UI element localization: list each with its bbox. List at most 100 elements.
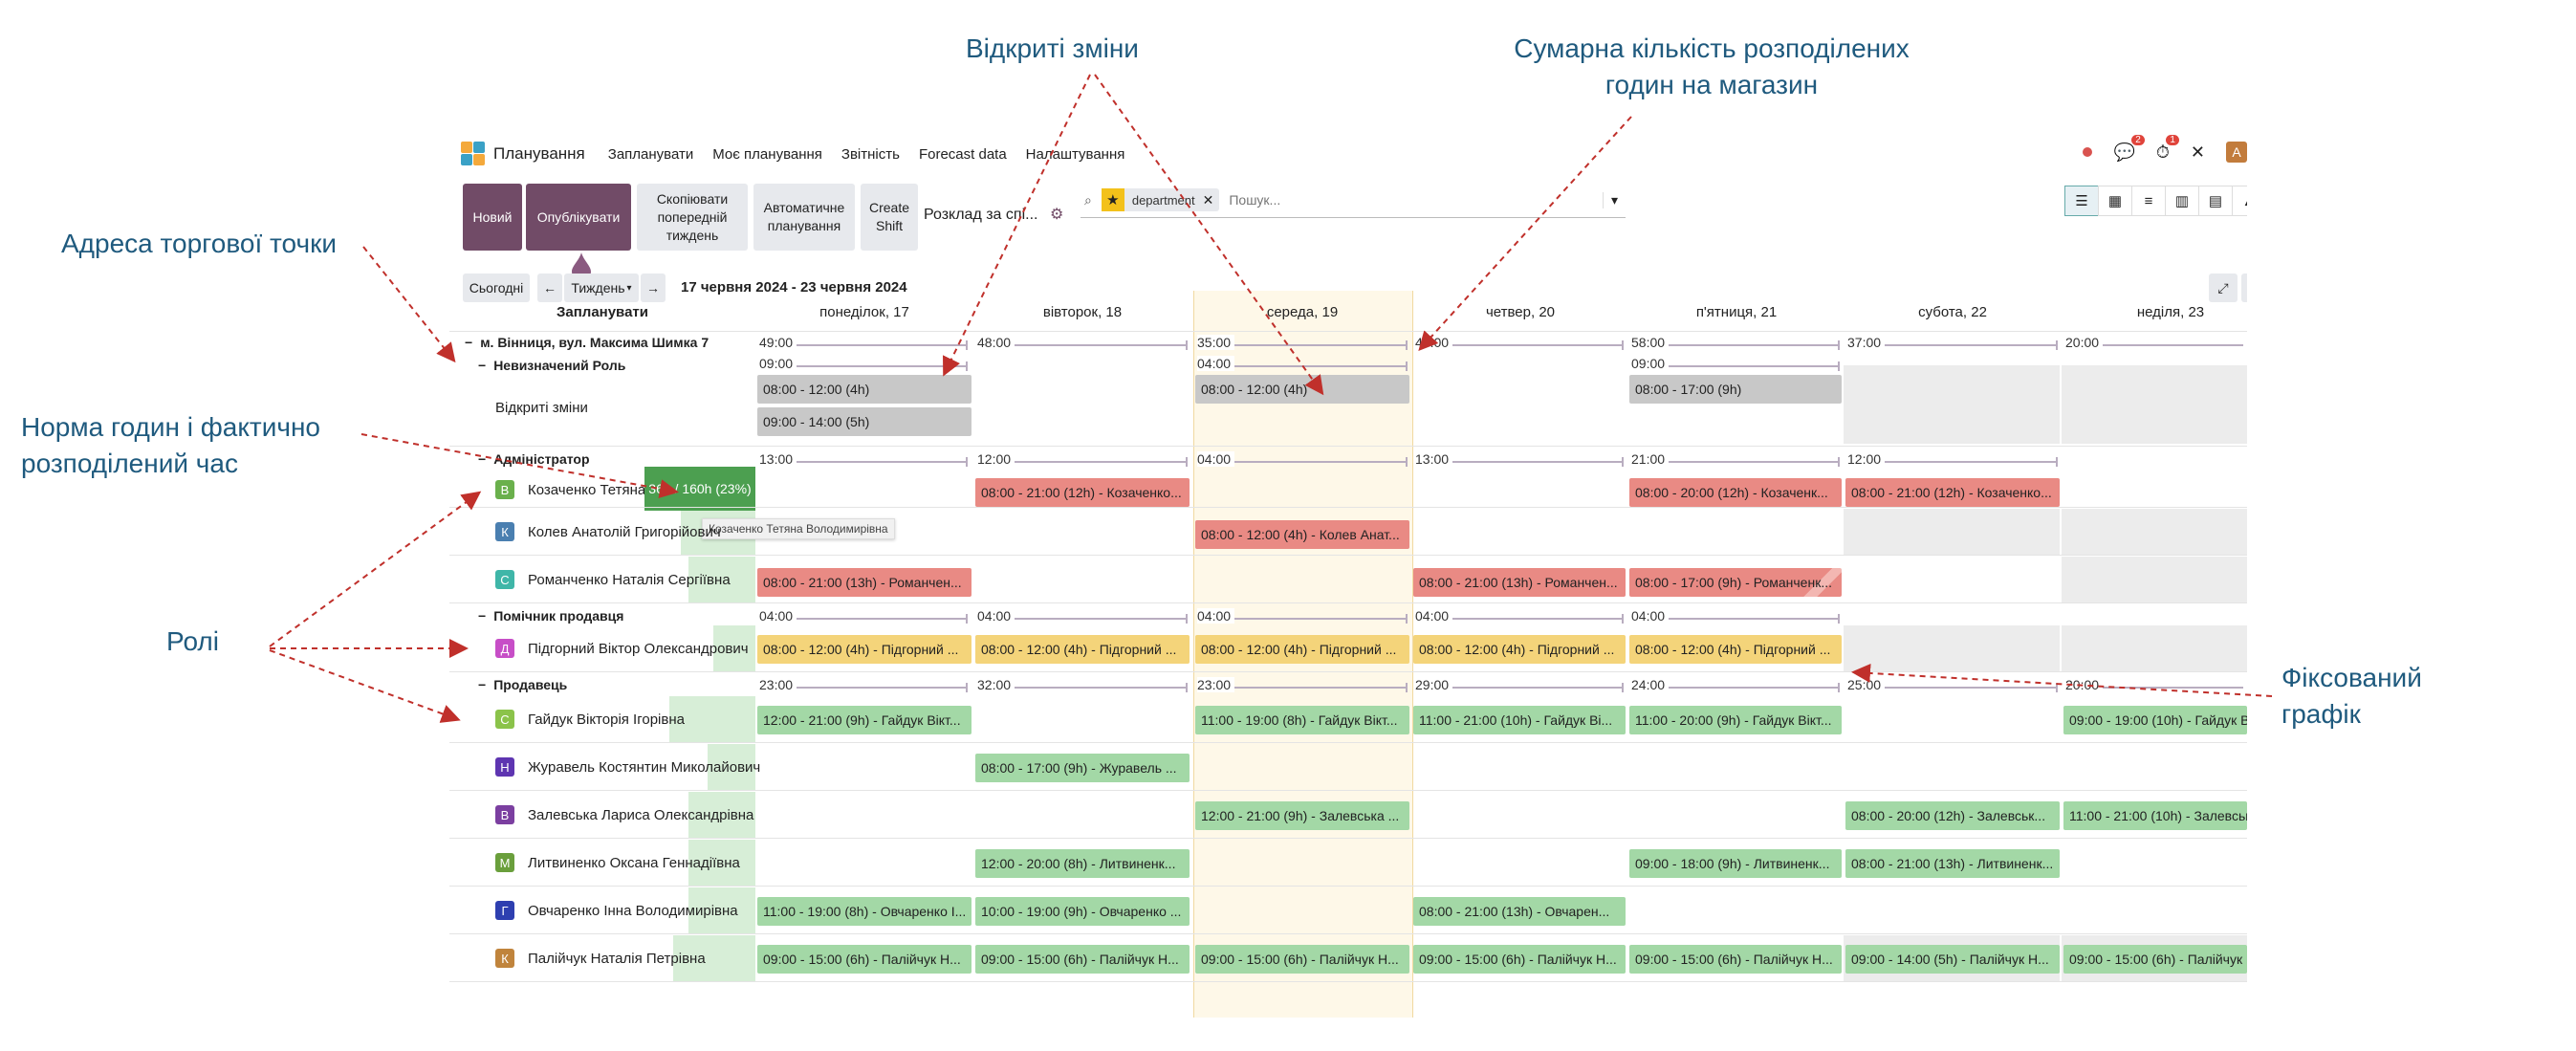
lytvynenko-shift-sat[interactable]: 08:00 - 21:00 (13h) - Литвиненк... [1845, 849, 2060, 878]
open-shift-mon-2[interactable]: 09:00 - 14:00 (5h) [757, 407, 971, 436]
kozachenko-shift-fri[interactable]: 08:00 - 20:00 (12h) - Козаченк... [1629, 478, 1842, 507]
gaiduk-shift-sun[interactable]: 09:00 - 19:00 (10h) - Гайдук Віт [2063, 706, 2247, 734]
open-shift-mon-1[interactable]: 08:00 - 12:00 (4h) [757, 375, 971, 404]
today-button[interactable]: Сьогодні [463, 274, 530, 302]
pivot-view-icon[interactable]: ▤ [2198, 186, 2233, 216]
kanban-view-icon[interactable]: ▥ [2165, 186, 2199, 216]
scale-dropdown[interactable]: Тиждень▾ [564, 274, 639, 302]
search-bar[interactable]: ⌕ ★ department ✕ ▾ [1081, 183, 1626, 218]
pidgorny-closed-sat [1844, 625, 2060, 671]
gaiduk-shift-fri[interactable]: 11:00 - 20:00 (9h) - Гайдук Вікт... [1629, 706, 1842, 734]
employee-kozachenko[interactable]: В Козаченко Тетяна В [495, 472, 659, 507]
zalevska-shift-sun[interactable]: 11:00 - 21:00 (10h) - Залевськ [2063, 801, 2247, 830]
pidgorny-shift-tue[interactable]: 08:00 - 12:00 (4h) - Підгорний ... [975, 635, 1190, 664]
kolev-shift-wed[interactable]: 08:00 - 12:00 (4h) - Колев Анат... [1195, 520, 1409, 549]
pidgorny-shift-fri[interactable]: 08:00 - 12:00 (4h) - Підгорний ... [1629, 635, 1842, 664]
app-name[interactable]: Планування [493, 144, 585, 163]
tools-icon[interactable]: ✕ [2190, 142, 2205, 162]
employee-ovcharenko[interactable]: Г Овчаренко Інна Володимирівна [495, 893, 738, 928]
kozachenko-shift-tue[interactable]: 08:00 - 21:00 (12h) - Козаченко... [975, 478, 1190, 507]
search-facet[interactable]: ★ department ✕ [1101, 188, 1220, 211]
employee-lytvynenko[interactable]: М Литвиненко Оксана Геннадіївна [495, 845, 740, 880]
schedule-by-dropdown[interactable]: Розклад за спі... [924, 207, 1038, 223]
admin-total-thu: 13:00 [1411, 451, 1627, 469]
role-admin-label[interactable]: −Адміністратор [478, 449, 590, 469]
zalevska-shift-sat[interactable]: 08:00 - 20:00 (12h) - Залевськ... [1845, 801, 2060, 830]
collapse-seller-icon[interactable]: − [478, 677, 487, 692]
search-toggle-chevron-icon[interactable]: ▾ [1602, 191, 1626, 208]
chat-icon[interactable]: 💬2 [2113, 134, 2145, 163]
role-undefined-label[interactable]: −Невизначений Роль [478, 356, 625, 375]
paliichuk-shift-wed[interactable]: 09:00 - 15:00 (6h) - Палійчук Н... [1195, 945, 1409, 974]
expand-icon[interactable]: ⤢ [2209, 274, 2238, 302]
employee-kolev[interactable]: К Колев Анатолій Григорійович [495, 515, 721, 549]
employee-gaiduk[interactable]: С Гайдук Вікторія Ігорівна [495, 702, 685, 736]
zalevska-shift-wed[interactable]: 12:00 - 21:00 (9h) - Залевська ... [1195, 801, 1409, 830]
menu-settings[interactable]: Налаштування [1025, 145, 1125, 163]
menu-forecast[interactable]: Forecast data [918, 145, 1007, 163]
pidgorny-avatar: Д [495, 639, 514, 658]
menu-my-planning[interactable]: Моє планування [712, 145, 822, 163]
next-period-button[interactable]: → [641, 274, 666, 302]
planning-logo-icon[interactable] [461, 142, 486, 166]
new-button[interactable]: Новий [463, 184, 522, 251]
lytvynenko-shift-tue[interactable]: 12:00 - 20:00 (8h) - Литвиненк... [975, 849, 1190, 878]
activity-clock-icon[interactable]: ⏱1 [2156, 134, 2179, 163]
open-shift-fri[interactable]: 08:00 - 17:00 (9h) [1629, 375, 1842, 404]
paliichuk-shift-fri[interactable]: 09:00 - 15:00 (6h) - Палійчук Н... [1629, 945, 1842, 974]
user-avatar[interactable]: A [2226, 142, 2247, 163]
ovcharenko-shift-thu[interactable]: 08:00 - 21:00 (13h) - Овчарен... [1413, 897, 1626, 926]
kozachenko-shift-sat[interactable]: 08:00 - 21:00 (12h) - Козаченко... [1845, 478, 2060, 507]
publish-button[interactable]: Опублікувати [526, 184, 631, 251]
pidgorny-shift-thu[interactable]: 08:00 - 12:00 (4h) - Підгорний ... [1413, 635, 1626, 664]
romanchenko-shift-mon[interactable]: 08:00 - 21:00 (13h) - Романчен... [757, 568, 971, 597]
seller-total-mon: 23:00 [755, 677, 971, 694]
employee-romanchenko[interactable]: С Романченко Наталія Сергіївна [495, 562, 731, 597]
pidgorny-shift-mon[interactable]: 08:00 - 12:00 (4h) - Підгорний ... [757, 635, 971, 664]
status-dot-icon[interactable] [2083, 147, 2093, 157]
lytvynenko-avatar: М [495, 853, 514, 872]
store-row-label[interactable]: −м. Вінниця, вул. Максима Шимка 7 [465, 333, 709, 352]
graph-view-icon[interactable]: ▲ [2232, 186, 2247, 216]
employee-paliichuk[interactable]: К Палійчук Наталія Петрівна [495, 941, 706, 975]
gear-icon[interactable]: ⚙ [1050, 207, 1064, 223]
collapse-admin-icon[interactable]: − [478, 451, 487, 467]
open-shift-wed[interactable]: 08:00 - 12:00 (4h) [1195, 375, 1409, 404]
romanchenko-shift-thu[interactable]: 08:00 - 21:00 (13h) - Романчен... [1413, 568, 1626, 597]
create-shift-button[interactable]: Create Shift [861, 184, 918, 251]
list-view-icon[interactable]: ≡ [2131, 186, 2166, 216]
paliichuk-shift-sat[interactable]: 09:00 - 14:00 (5h) - Палійчук Н... [1845, 945, 2060, 974]
collapse-store-icon[interactable]: − [465, 335, 473, 350]
zhuravel-shift-tue[interactable]: 08:00 - 17:00 (9h) - Журавель ... [975, 754, 1190, 782]
lytvynenko-shift-fri[interactable]: 09:00 - 18:00 (9h) - Литвиненк... [1629, 849, 1842, 878]
store-total-fri: 58:00 [1627, 335, 1844, 352]
gantt-view-icon[interactable]: ☰ [2064, 186, 2099, 216]
gaiduk-shift-thu[interactable]: 11:00 - 21:00 (10h) - Гайдук Ві... [1413, 706, 1626, 734]
facet-remove-icon[interactable]: ✕ [1202, 191, 1214, 208]
collapse-icon[interactable]: ⤡ [2241, 274, 2247, 302]
employee-zhuravel[interactable]: Н Журавель Костянтин Миколайович [495, 750, 760, 784]
paliichuk-shift-tue[interactable]: 09:00 - 15:00 (6h) - Палійчук Н... [975, 945, 1190, 974]
gaiduk-shift-mon[interactable]: 12:00 - 21:00 (9h) - Гайдук Вікт... [757, 706, 971, 734]
pidgorny-shift-wed[interactable]: 08:00 - 12:00 (4h) - Підгорний ... [1195, 635, 1409, 664]
search-input[interactable] [1227, 191, 1603, 208]
employee-pidgorny[interactable]: Д Підгорний Віктор Олександрович [495, 631, 749, 666]
prev-period-button[interactable]: ← [537, 274, 562, 302]
collapse-assistant-icon[interactable]: − [478, 608, 487, 624]
paliichuk-shift-sun[interactable]: 09:00 - 15:00 (6h) - Палійчук Н... [2063, 945, 2247, 974]
romanchenko-shift-fri[interactable]: 08:00 - 17:00 (9h) - Романченк... [1629, 568, 1842, 597]
ovcharenko-shift-tue[interactable]: 10:00 - 19:00 (9h) - Овчаренко ... [975, 897, 1190, 926]
gaiduk-shift-wed[interactable]: 11:00 - 19:00 (8h) - Гайдук Вікт... [1195, 706, 1409, 734]
role-seller-label[interactable]: −Продавець [478, 675, 567, 694]
copy-previous-week-button[interactable]: Скопіювати попередній тиждень [637, 184, 748, 251]
ovcharenko-shift-mon[interactable]: 11:00 - 19:00 (8h) - Овчаренко І... [757, 897, 971, 926]
auto-planning-button[interactable]: Автоматичне планування [753, 184, 855, 251]
collapse-role-icon[interactable]: − [478, 358, 487, 373]
calendar-view-icon[interactable]: ▦ [2098, 186, 2132, 216]
menu-plan[interactable]: Запланувати [607, 145, 694, 163]
paliichuk-shift-mon[interactable]: 09:00 - 15:00 (6h) - Палійчук Н... [757, 945, 971, 974]
role-assistant-label[interactable]: −Помічник продавця [478, 606, 623, 625]
employee-zalevska[interactable]: В Залевська Лариса Олександрівна [495, 798, 753, 832]
menu-reporting[interactable]: Звітність [840, 145, 900, 163]
paliichuk-shift-thu[interactable]: 09:00 - 15:00 (6h) - Палійчук Н... [1413, 945, 1626, 974]
